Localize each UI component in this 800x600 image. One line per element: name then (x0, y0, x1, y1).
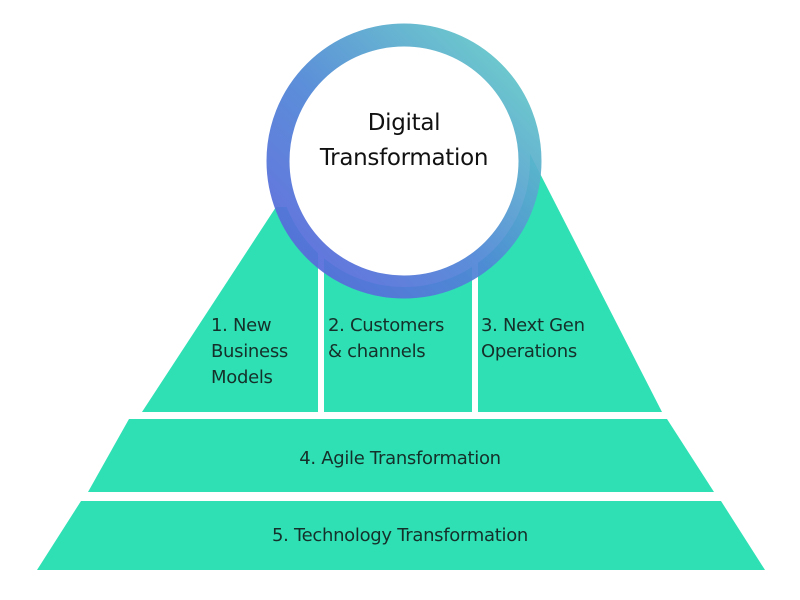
title-line-2: Transformation (319, 145, 489, 171)
pillar-3-line-1: 3. Next Gen (481, 315, 585, 336)
pillar-1-line-2: Business (211, 341, 288, 362)
pillar-1-label: 1. New Business Models (211, 313, 288, 391)
diagram-title: Digital Transformation (304, 106, 504, 176)
title-circle-fill (278, 35, 530, 287)
layer-5-block (37, 501, 765, 570)
pillar-3-line-2: Operations (481, 341, 577, 362)
title-line-1: Digital (367, 110, 441, 136)
pillar-1-line-3: Models (211, 367, 273, 388)
pillar-1-block (142, 207, 318, 412)
pillar-2-line-2: & channels (328, 341, 426, 362)
pillar-3-label: 3. Next Gen Operations (481, 313, 585, 365)
title-circle-ring (266, 23, 542, 299)
layer-4-block (88, 419, 714, 492)
pillar-2-label: 2. Customers & channels (328, 313, 444, 365)
pillar-1-line-1: 1. New (211, 315, 272, 336)
layer-4-label: 4. Agile Transformation (200, 446, 600, 472)
pillar-2-line-1: 2. Customers (328, 315, 445, 336)
layer-5-label: 5. Technology Transformation (150, 523, 650, 549)
layer-5-text: 5. Technology Transformation (271, 525, 529, 546)
layer-4-text: 4. Agile Transformation (299, 448, 501, 469)
